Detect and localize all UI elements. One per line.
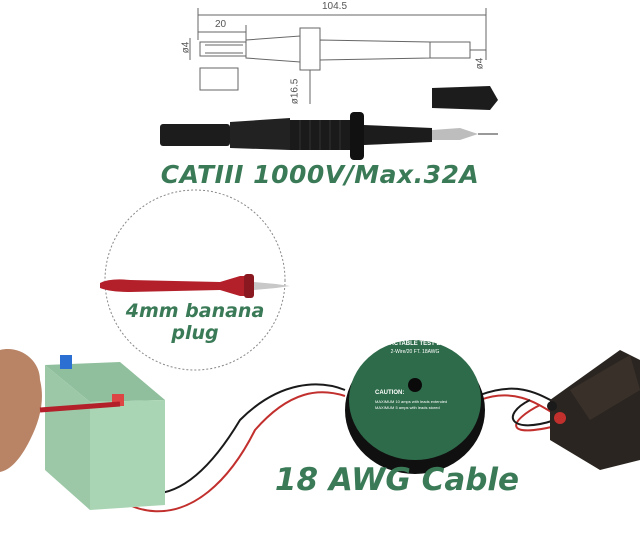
battery bbox=[45, 355, 165, 510]
test-lead-reel bbox=[345, 340, 485, 474]
dim-body-diameter: ø16.5 bbox=[289, 78, 301, 105]
rating-headline: CATIII 1000V/Max.32A bbox=[160, 160, 480, 189]
banana-plug-label: 4mm banana plug bbox=[125, 300, 265, 344]
red-banana-plug bbox=[100, 274, 290, 298]
dim-total-length: 104.5 bbox=[322, 1, 348, 12]
reel-brand: MAKEITPRO bbox=[385, 326, 445, 337]
dim-probe-diameter: ø4 bbox=[474, 57, 486, 70]
technical-drawing bbox=[189, 8, 487, 104]
reel-caution-line2: MAXIMUM 5 amps with leads stored bbox=[375, 405, 440, 410]
cable-gauge-label: 18 AWG Cable bbox=[274, 462, 520, 498]
black-probe bbox=[160, 112, 498, 160]
hand bbox=[0, 349, 42, 472]
reel-caution-title: CAUTION: bbox=[375, 390, 404, 396]
probe-cap bbox=[432, 86, 498, 110]
reel-caution-line1: MAXIMUM 10 amps with leads extended bbox=[375, 399, 447, 404]
multimeter bbox=[547, 350, 640, 470]
reel-subtitle: RETRACTABLE TEST LEADS bbox=[373, 341, 457, 347]
dim-tip-length: 20 bbox=[215, 19, 227, 30]
reel-spec: 2-Wire/20 FT. 18AWG bbox=[391, 349, 440, 355]
red-probe-in-hand bbox=[39, 401, 121, 413]
dim-banana-diameter: ø4 bbox=[180, 41, 192, 54]
callout-circle bbox=[104, 189, 286, 371]
